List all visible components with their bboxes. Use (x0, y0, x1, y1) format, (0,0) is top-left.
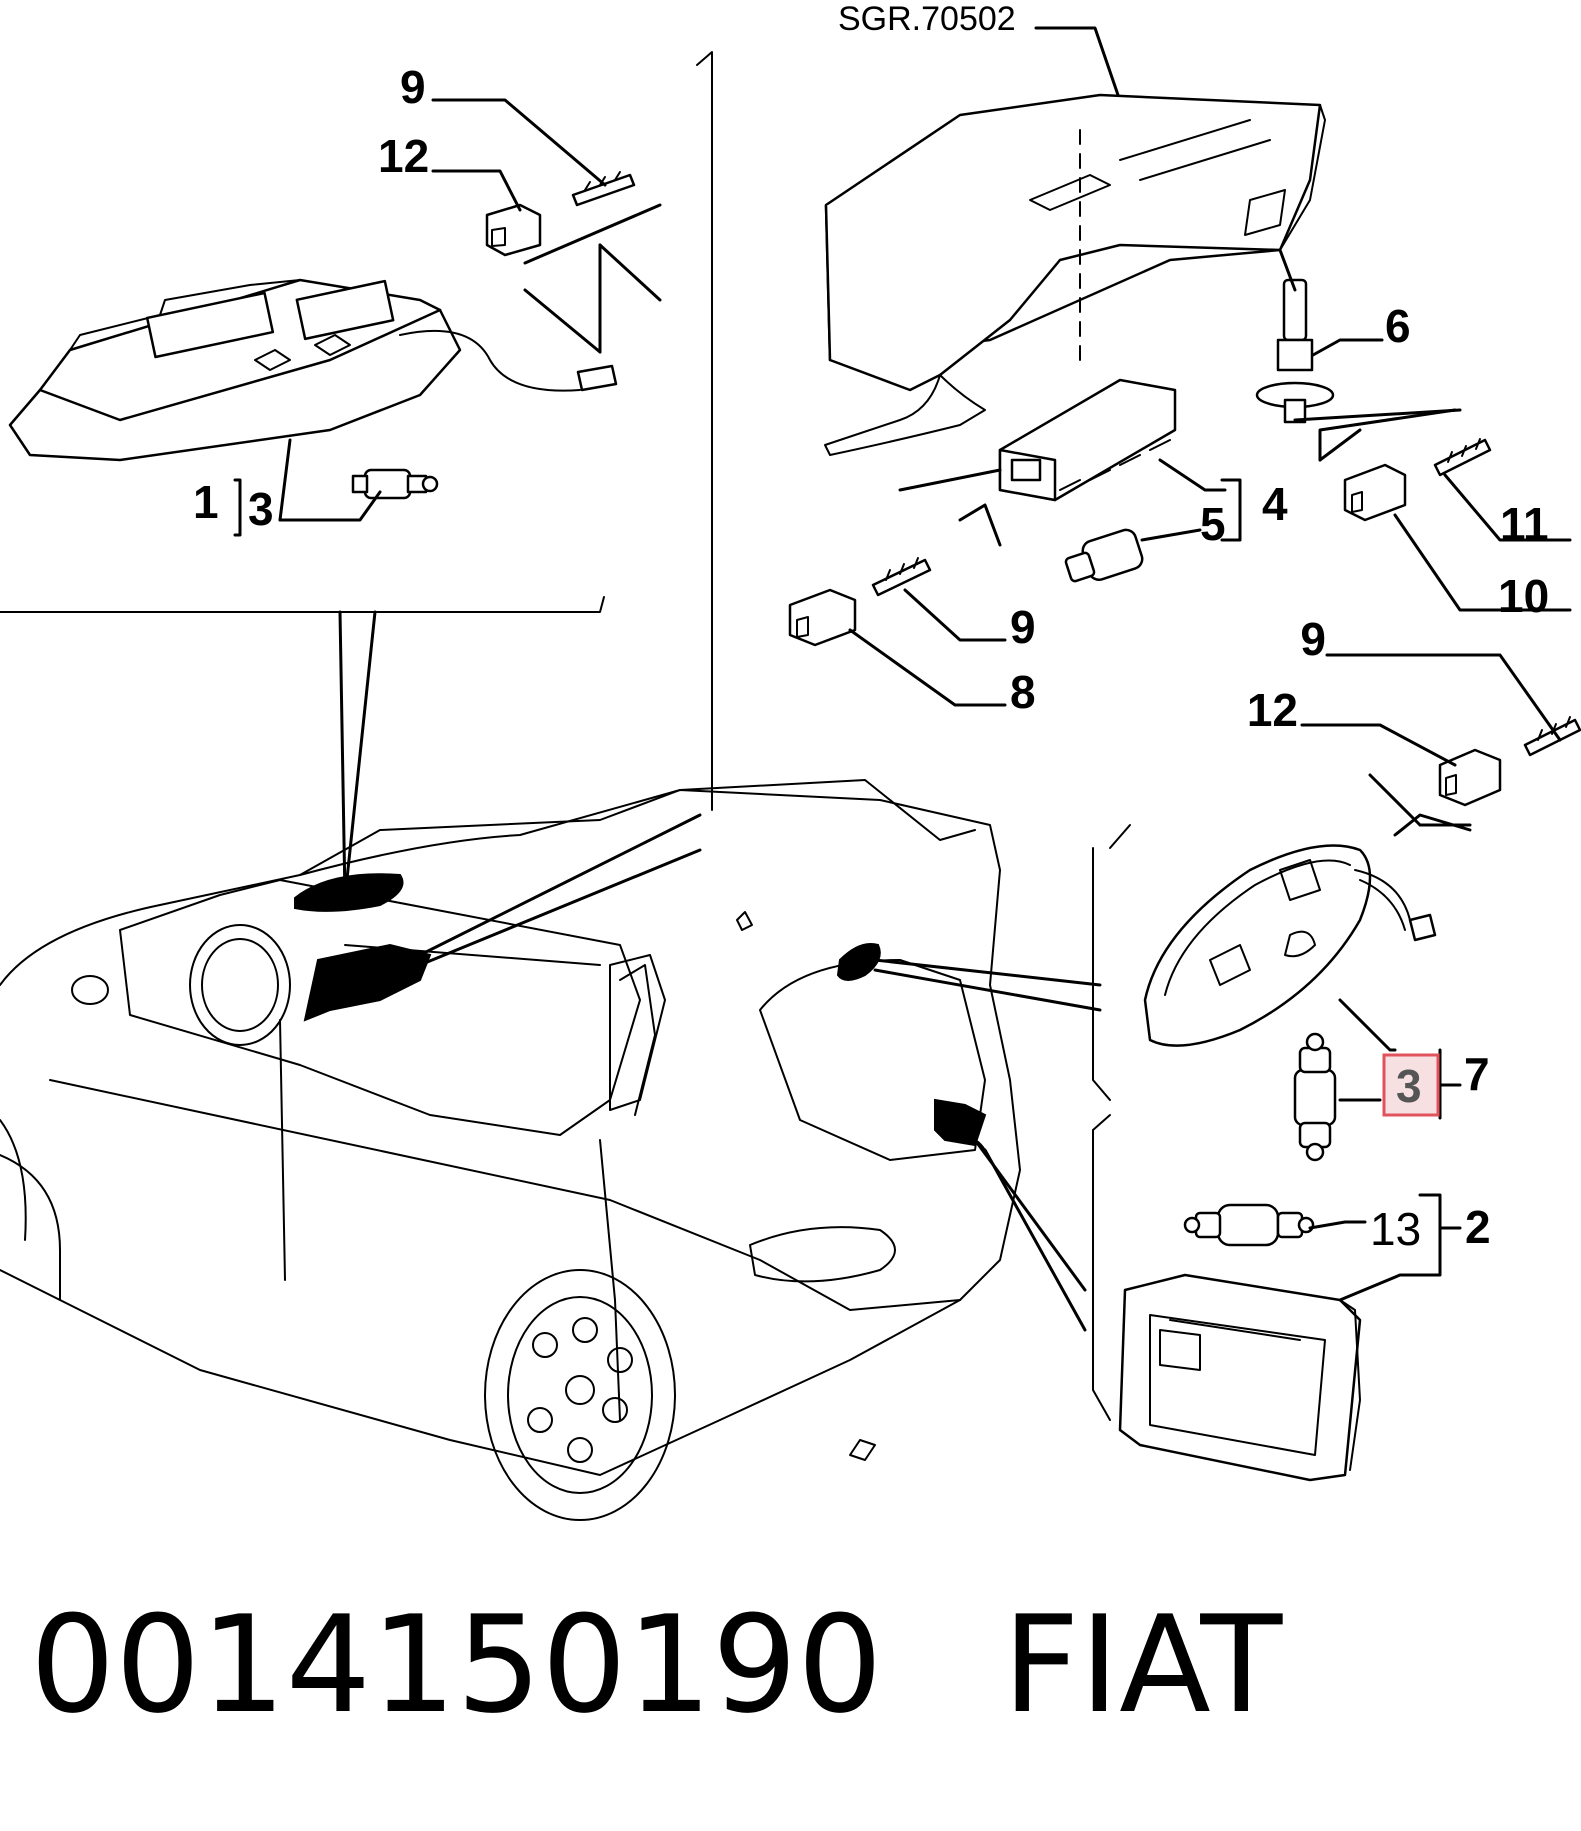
callout-10: 10 (1498, 570, 1549, 622)
part-number: 0014150190 (30, 1587, 883, 1743)
car-body (0, 779, 1021, 1521)
glove-box-location (303, 943, 432, 1022)
bulb-13 (1183, 1203, 1315, 1247)
connector-housing-12-top (485, 203, 542, 257)
callout-9-top-left: 9 (400, 61, 426, 113)
callout-11: 11 (1500, 498, 1549, 550)
connector-housing-8 (788, 588, 857, 647)
number-plate-lamp-2 (1118, 1273, 1362, 1482)
brand-name: FIAT (1002, 1587, 1283, 1743)
highlighted-callout-box (1382, 1053, 1440, 1117)
callout-7: 7 (1464, 1048, 1490, 1100)
callout-12-right: 12 (1247, 684, 1298, 736)
callout-6: 6 (1385, 300, 1411, 352)
bulb-3-right (1293, 1032, 1337, 1162)
callout-3-highlighted: 3 (1396, 1060, 1422, 1112)
rear-lamp-location (836, 943, 881, 981)
callout-1-top-left: 1 (193, 476, 219, 528)
terminal-9-right (1523, 716, 1581, 757)
terminal-9-top (571, 171, 636, 207)
roof-lamp-assembly (8, 278, 618, 462)
connector-housing-12-right (1438, 748, 1502, 807)
rear-lamp-assembly-7 (1143, 844, 1437, 1047)
callout-12-top-left: 12 (378, 130, 429, 182)
callout-9-right: 9 (1300, 613, 1326, 665)
group-reference: SGR.70502 (838, 0, 1016, 38)
part-footer: 0014150190 FIAT (30, 1590, 1282, 1740)
callout-13: 13 (1370, 1203, 1421, 1255)
switch-6 (1255, 278, 1335, 424)
callout-5: 5 (1200, 498, 1226, 550)
roof-lamp-location (294, 873, 404, 912)
bulb-3-top (351, 468, 439, 500)
callout-9-middle: 9 (1010, 601, 1036, 653)
glove-box-lamp-4 (998, 378, 1177, 502)
terminal-9-middle (871, 557, 932, 597)
callout-4: 4 (1262, 478, 1288, 530)
connector-housing-10 (1343, 463, 1407, 522)
callout-8: 8 (1010, 666, 1036, 718)
callout-3-top-left: 3 (248, 483, 274, 535)
number-plate-lamp-location (934, 1098, 987, 1147)
bulb-5 (1064, 528, 1144, 583)
glove-box-assembly (824, 93, 1326, 456)
callout-2: 2 (1465, 1201, 1491, 1253)
terminal-11 (1433, 438, 1492, 477)
